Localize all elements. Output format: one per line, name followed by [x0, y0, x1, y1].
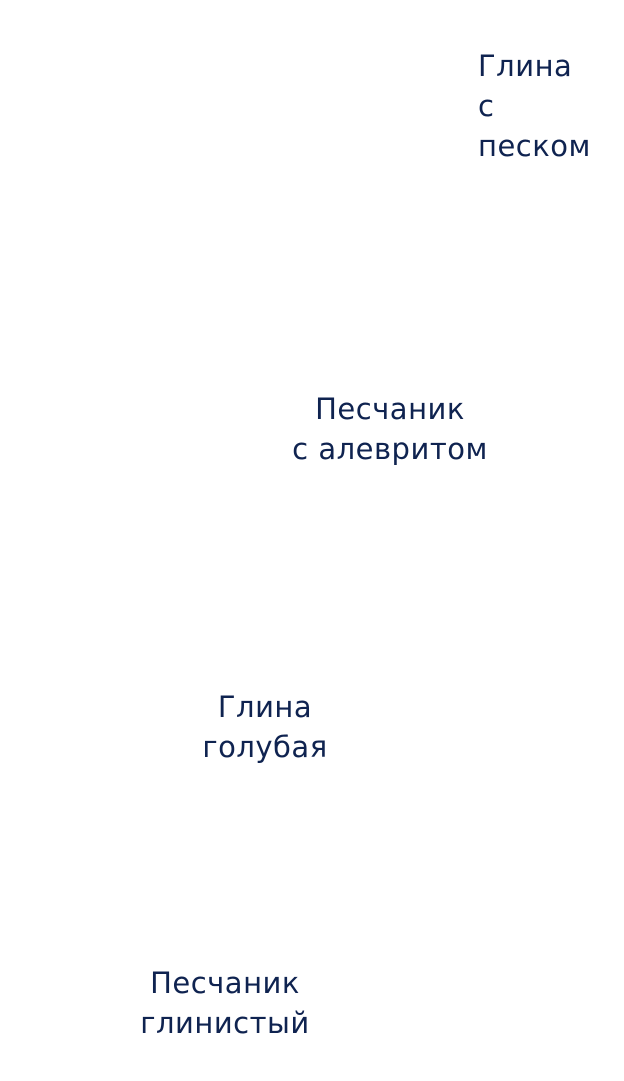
label-line: Песчаник [315, 392, 465, 426]
label-clay-with-sand: Глина с песком [478, 46, 591, 166]
label-line: песком [478, 129, 591, 163]
label-line: Глина [217, 690, 313, 724]
label-line: голубая [202, 730, 328, 764]
label-sandstone-with-siltstone: Песчаник с алевритом [270, 389, 510, 469]
label-line: с [478, 89, 495, 123]
label-clayey-sandstone: Песчаник глинистый [120, 963, 330, 1043]
label-line: с алевритом [292, 432, 488, 466]
label-line: Глина [478, 49, 573, 83]
label-line: Песчаник [150, 966, 300, 1000]
label-line: глинистый [140, 1006, 310, 1040]
label-blue-clay: Глина голубая [185, 687, 345, 767]
